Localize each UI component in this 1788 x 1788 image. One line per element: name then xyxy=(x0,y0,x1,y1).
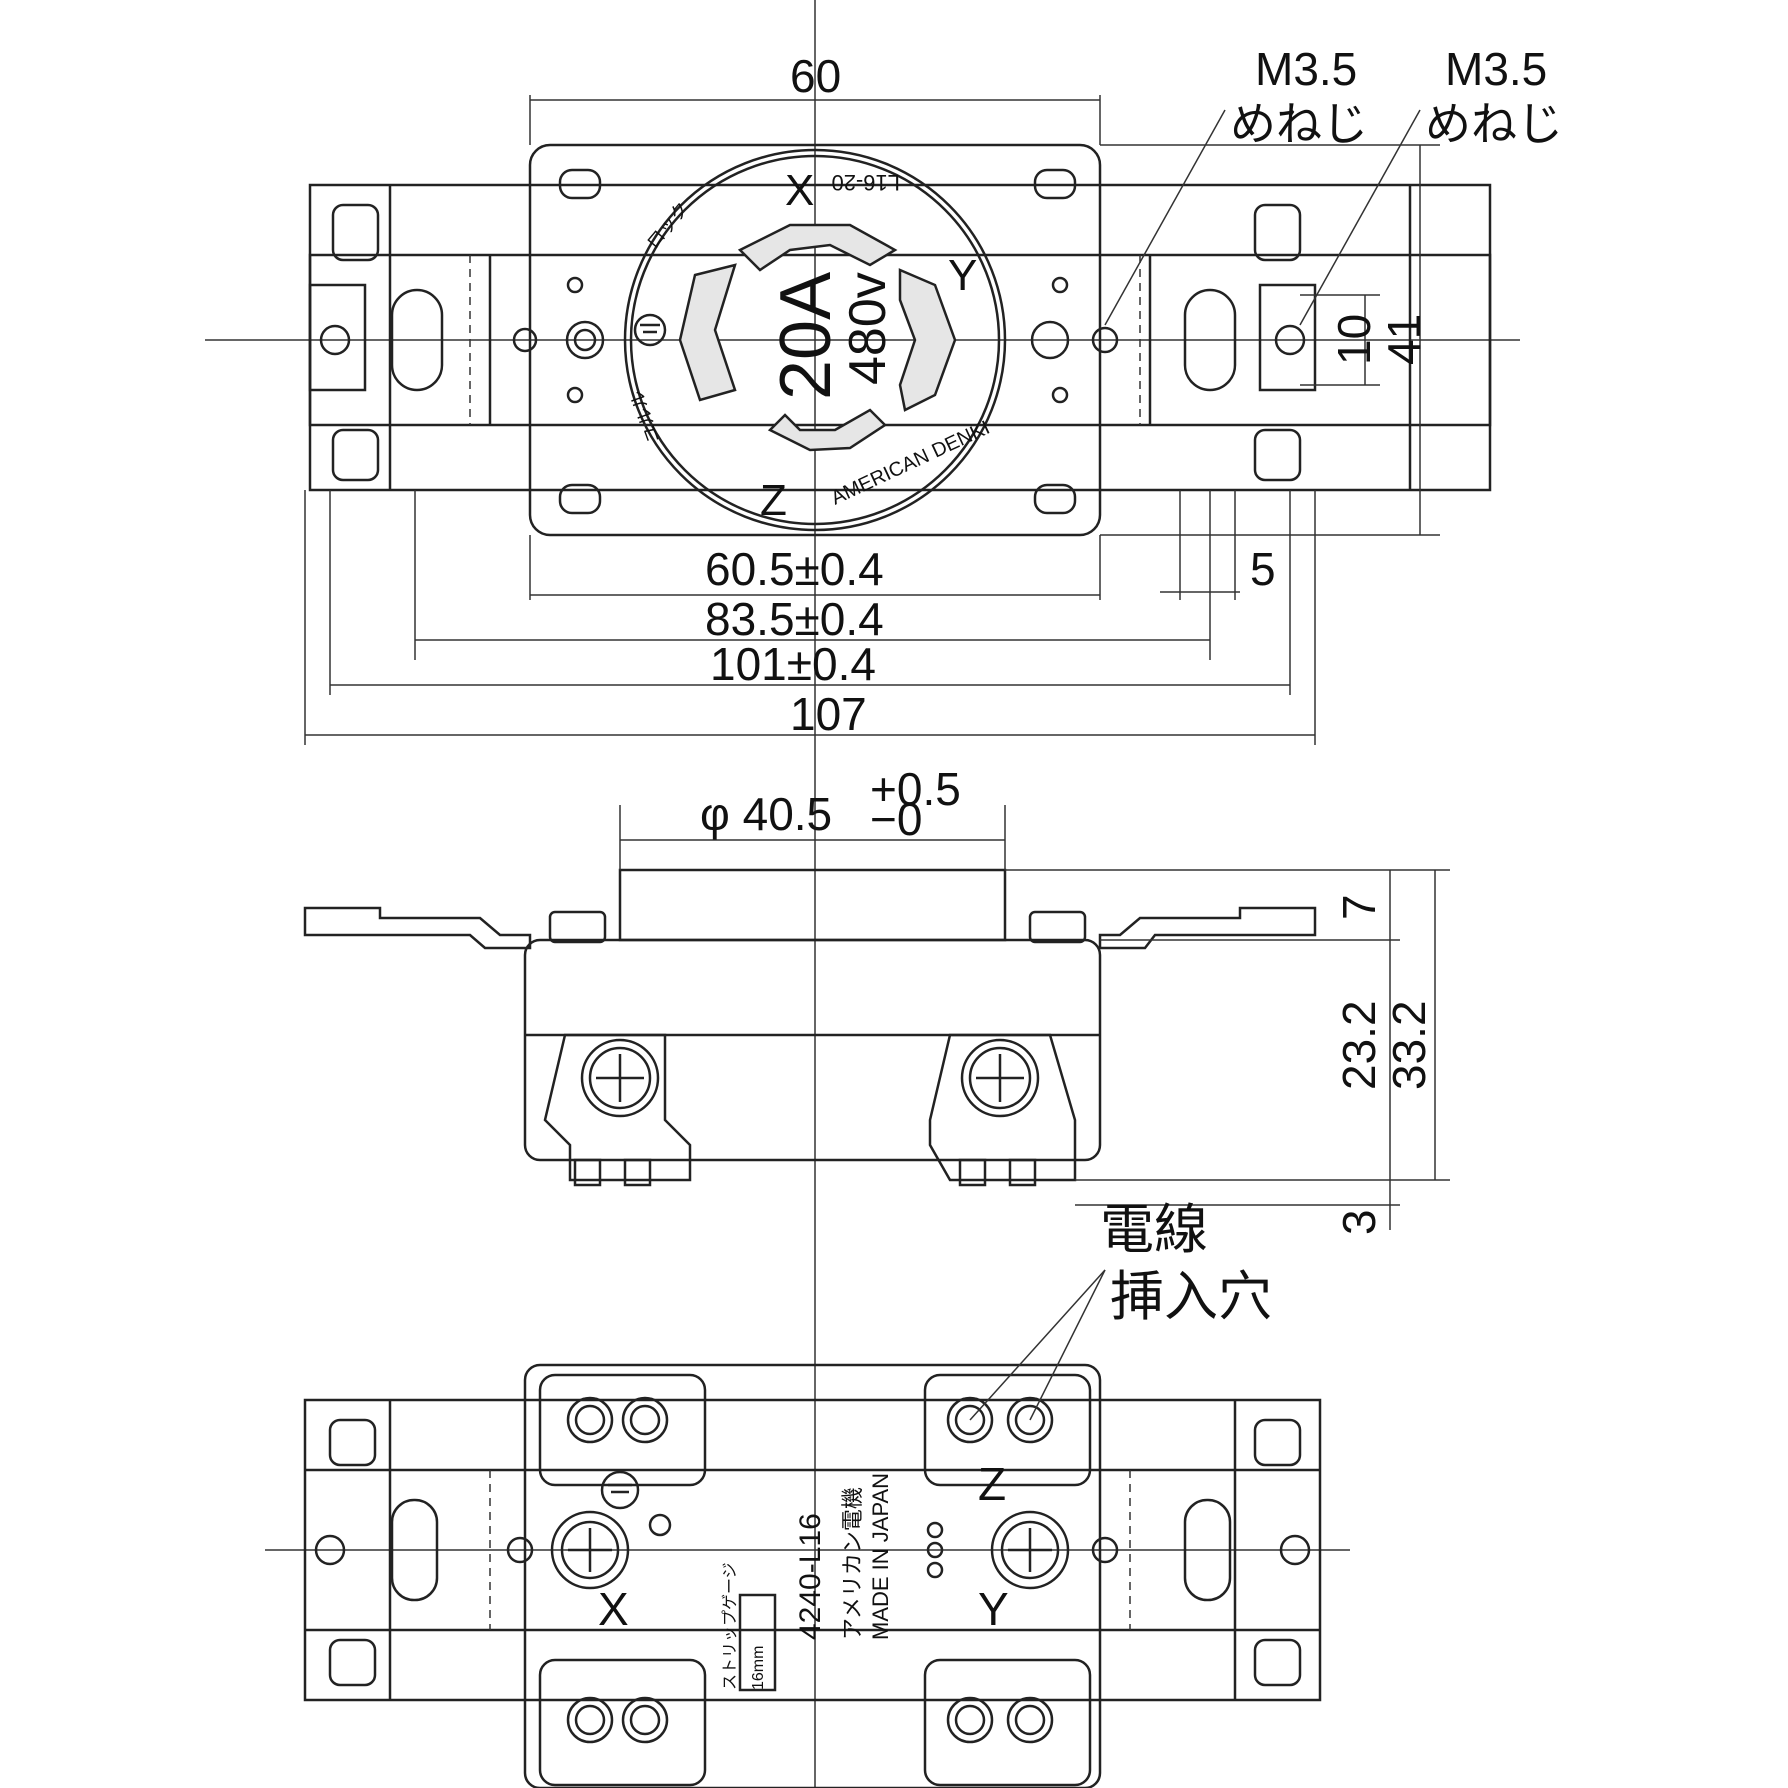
slot-y xyxy=(898,268,957,412)
wire-hole-icon xyxy=(1006,1396,1054,1444)
back-strap xyxy=(303,1398,1322,1702)
wire-hole-label-1: 電線 xyxy=(1100,1198,1208,1261)
terminal-block-bottom-left xyxy=(538,1658,707,1787)
dim-5: 5 xyxy=(1250,543,1276,595)
dim-m35-right: M3.5 xyxy=(1445,43,1547,95)
back-label-y: Y xyxy=(978,1583,1009,1635)
dim-332: 33.2 xyxy=(1383,1000,1435,1090)
side-strap-left xyxy=(303,906,532,950)
model-label: L16-20 xyxy=(831,170,900,195)
wire-hole-icon xyxy=(621,1396,669,1444)
slot-ground xyxy=(678,263,737,402)
terminal-block-bottom-right xyxy=(923,1658,1092,1787)
dim-107: 107 xyxy=(790,688,867,740)
receptacle-face xyxy=(623,148,1007,532)
dim-7: 7 xyxy=(1333,894,1385,920)
lock-label: ロック xyxy=(643,198,694,253)
wire-hole-icon xyxy=(946,1696,994,1744)
back-label-x: X xyxy=(598,1583,629,1635)
back-label-z: Z xyxy=(978,1458,1006,1510)
dim-3: 3 xyxy=(1333,1209,1385,1235)
dim-phi-tol-plus: +0.5 xyxy=(870,763,961,815)
slot-z xyxy=(767,408,887,452)
side-body xyxy=(523,938,1102,1162)
face-label-y: Y xyxy=(948,251,977,300)
rating-volts: 480v xyxy=(839,272,897,385)
ground-symbol-icon xyxy=(633,313,667,347)
front-view-dimensions: 60 M3.5 めねじ M3.5 めねじ 10 41 60.5±0.4 83.5… xyxy=(304,43,1563,745)
strip-gauge-box xyxy=(738,1593,777,1692)
dim-232: 23.2 xyxy=(1333,1000,1385,1090)
side-terminal-left xyxy=(543,1033,692,1182)
back-maker: アメリカン電機 xyxy=(841,1487,866,1640)
side-cap xyxy=(618,868,1007,942)
side-terminal-right xyxy=(928,1033,1077,1182)
terminal-block-top-right xyxy=(923,1373,1092,1487)
wire-hole-icon xyxy=(1006,1696,1054,1744)
right-slot xyxy=(1183,288,1237,392)
back-ground-symbol-icon xyxy=(600,1470,640,1510)
right-mount-hole xyxy=(1274,324,1306,356)
side-screw-right-icon xyxy=(960,1038,1040,1118)
strip-gauge-length: 16mm xyxy=(750,1646,767,1690)
terminal-block-top-left xyxy=(538,1373,707,1487)
back-body xyxy=(523,1363,1102,1788)
wire-hole-icon xyxy=(621,1696,669,1744)
dim-605: 60.5±0.4 xyxy=(705,543,884,595)
back-screw-left-icon xyxy=(550,1510,630,1590)
wire-hole-icon xyxy=(566,1696,614,1744)
screw-hole-right xyxy=(1030,320,1070,360)
side-view xyxy=(303,868,1317,1187)
left-mount-hole xyxy=(319,324,351,356)
wire-hole-icon xyxy=(566,1396,614,1444)
dim-female-thread-left: めねじ xyxy=(1230,97,1368,151)
dim-phi-tol-minus: −0 xyxy=(870,793,922,845)
release-label: ユルル xyxy=(626,388,664,446)
side-screw-left-icon xyxy=(580,1038,660,1118)
face-label-z: Z xyxy=(760,476,787,525)
slot-x xyxy=(737,223,898,272)
dim-10: 10 xyxy=(1328,314,1380,365)
dim-41: 41 xyxy=(1378,314,1430,365)
body-plate xyxy=(528,143,1102,537)
wire-hole-icon xyxy=(946,1396,994,1444)
side-view-dimensions: φ 40.5 +0.5 −0 7 23.2 33.2 3 xyxy=(619,763,1450,1235)
wire-hole-label-2: 挿入穴 xyxy=(1110,1265,1272,1328)
dim-101: 101±0.4 xyxy=(710,638,876,690)
back-made-in: MADE IN JAPAN xyxy=(868,1473,893,1640)
side-strap-right xyxy=(1098,906,1317,950)
rating-amps: 20A xyxy=(766,272,846,400)
back-model-code: 4240-L16 xyxy=(794,1513,827,1640)
dim-m35-left: M3.5 xyxy=(1255,43,1357,95)
dim-female-thread-right: めねじ xyxy=(1425,97,1563,151)
dim-835: 83.5±0.4 xyxy=(705,593,884,645)
dim-phi-405: φ 40.5 xyxy=(700,788,832,840)
strip-gauge-label: ストリップゲージ xyxy=(720,1562,739,1690)
dim-60: 60 xyxy=(790,50,841,102)
face-label-x: X xyxy=(785,166,814,215)
strap-outline xyxy=(308,183,1492,492)
left-slot xyxy=(390,288,444,392)
back-view: X Y Z 4240-L16 アメリカン電機 MADE IN JAPAN ストリ… xyxy=(303,1198,1322,1788)
back-screw-right-icon xyxy=(990,1510,1070,1590)
